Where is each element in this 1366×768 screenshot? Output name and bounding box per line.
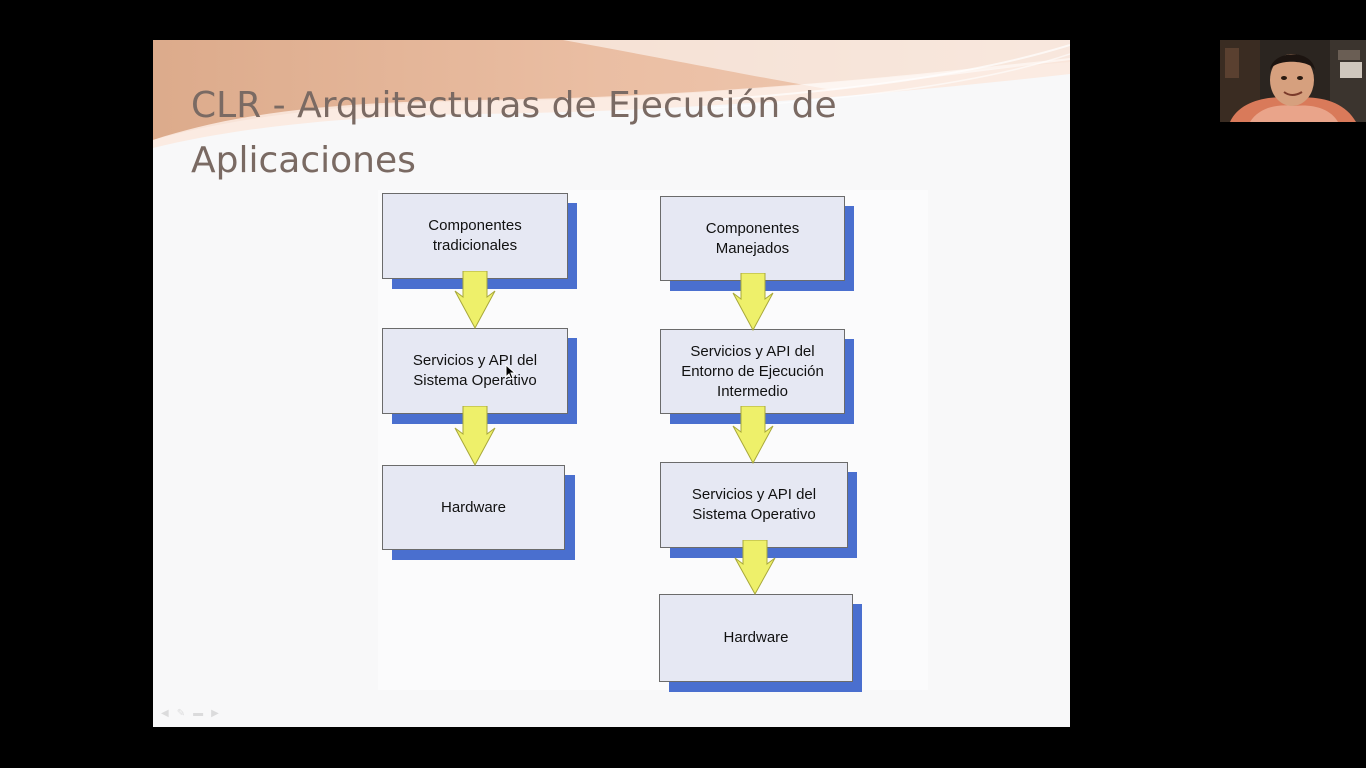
left-box-hardware: Hardware xyxy=(382,465,565,550)
right-box-managed-components: Componentes Manejados xyxy=(660,196,845,281)
slide-controls[interactable]: ◀ ✎ ▬ ▶ xyxy=(161,708,219,719)
pen-icon[interactable]: ✎ xyxy=(176,708,186,719)
down-arrow-icon xyxy=(732,273,774,331)
mouse-pointer-icon xyxy=(505,364,517,380)
left-box-os-services: Servicios y API del Sistema Operativo xyxy=(382,328,568,414)
webcam-feed xyxy=(1220,40,1366,122)
presentation-slide: CLR - Arquitecturas de Ejecución de Apli… xyxy=(153,40,1070,727)
right-box-hardware: Hardware xyxy=(659,594,853,682)
prev-slide-icon[interactable]: ◀ xyxy=(161,708,169,719)
next-slide-icon[interactable]: ▶ xyxy=(211,708,219,719)
down-arrow-icon xyxy=(454,406,496,466)
architecture-diagram: Componentes tradicionales Servicios y AP… xyxy=(153,40,1070,727)
down-arrow-icon xyxy=(454,271,496,329)
down-arrow-icon xyxy=(732,406,774,464)
down-arrow-icon xyxy=(734,540,776,595)
presenter-video xyxy=(1220,40,1366,122)
slide-title: CLR - Arquitecturas de Ejecución de Apli… xyxy=(191,85,837,181)
left-box-traditional-components: Componentes tradicionales xyxy=(382,193,568,279)
right-box-runtime-services: Servicios y API del Entorno de Ejecución… xyxy=(660,329,845,414)
right-box-os-services: Servicios y API del Sistema Operativo xyxy=(660,462,848,548)
menu-icon[interactable]: ▬ xyxy=(193,708,204,719)
